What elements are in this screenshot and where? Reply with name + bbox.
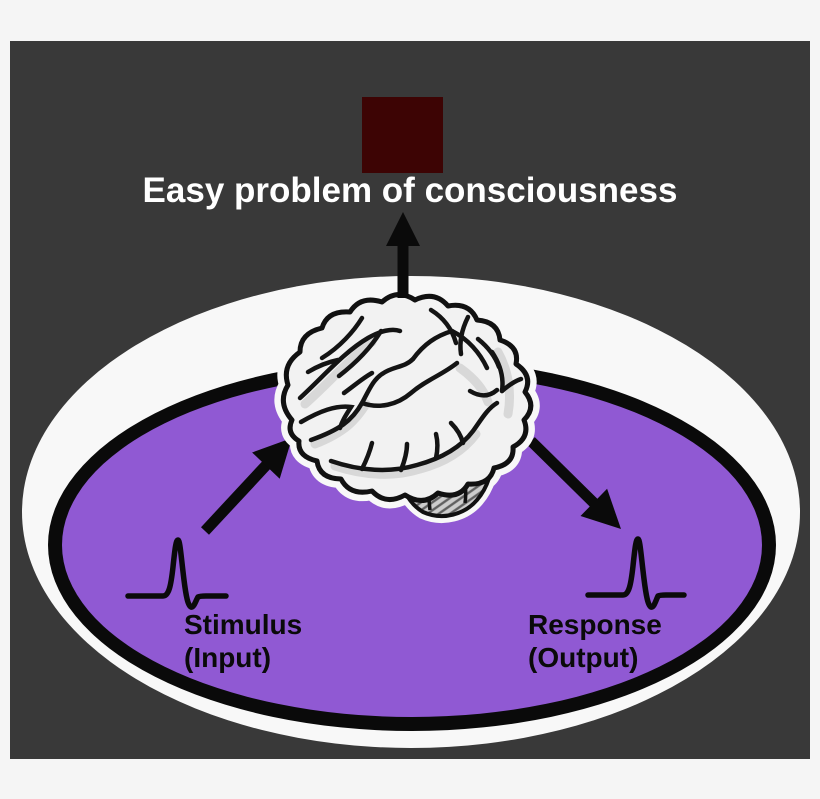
arrow-down-right-shaft [527, 437, 602, 511]
stimulus-spike-waveform-icon [125, 537, 229, 610]
arrow-up-head [386, 212, 420, 246]
response-label-line2: (Output) [528, 642, 639, 673]
response-spike-waveform-icon [585, 536, 687, 610]
stimulus-label-line1: Stimulus [184, 609, 303, 640]
arrow-up-right-head [252, 438, 292, 479]
response-label-line1: Response [528, 609, 662, 640]
stimulus-label-line2: (Input) [184, 642, 272, 673]
brain-sulci [297, 307, 524, 473]
arrow-up-shaft [397, 244, 409, 298]
response-label: Response (Output) [528, 608, 662, 674]
arrow-up-icon [386, 212, 420, 298]
purple-stage-ellipse [62, 373, 762, 717]
stimulus-label: Stimulus (Input) [184, 608, 302, 674]
brain-shading [300, 337, 515, 479]
red-square-marker [362, 97, 443, 173]
diagram-title: Easy problem of consciousness [142, 171, 678, 210]
arrow-down-right-icon [527, 437, 621, 529]
arrow-up-right-icon [201, 438, 292, 535]
arrow-up-right-shaft [201, 456, 275, 535]
arrow-down-right-head [580, 488, 621, 529]
brain-illustration [274, 285, 540, 523]
